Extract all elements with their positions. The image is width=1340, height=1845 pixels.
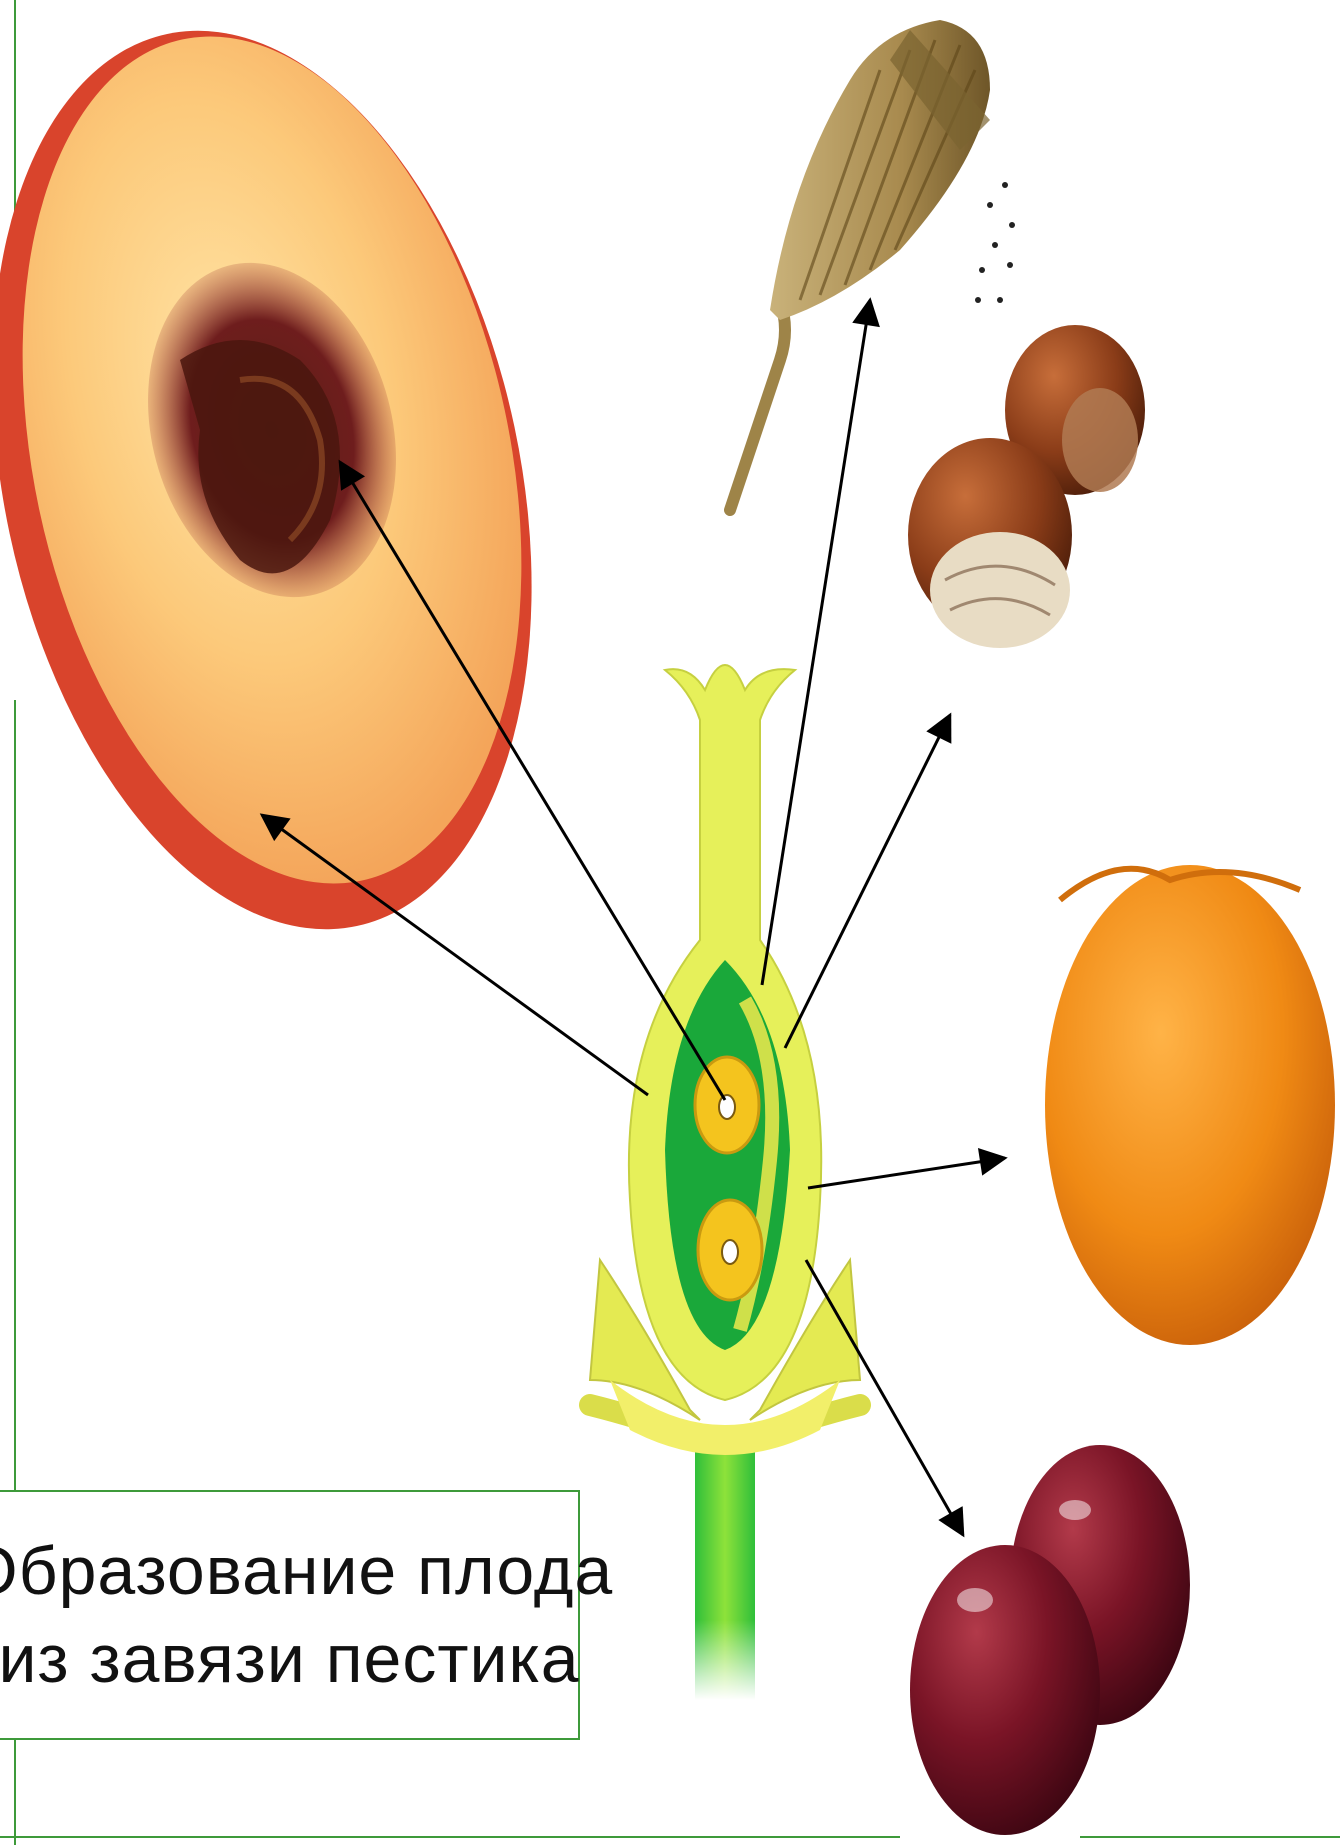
persimmon-image [1045, 865, 1335, 1345]
ovule-lower [698, 1200, 762, 1300]
caption-line-2: из завязи пестика [0, 1615, 580, 1703]
pistil-diagram [590, 665, 860, 1700]
cherry-image [910, 1445, 1190, 1835]
arrow-to-persimmon [808, 1158, 1005, 1188]
caption-line-1: Образование плода [0, 1527, 613, 1615]
ovule-upper [695, 1057, 759, 1153]
poppy-capsule-image [730, 20, 1015, 510]
peach-half-image [0, 0, 609, 980]
hazelnut-image [908, 325, 1145, 648]
arrow-to-poppy [762, 300, 870, 985]
caption-box: Образование плода из завязи пестика [0, 1490, 580, 1740]
arrow-to-hazelnut [785, 715, 950, 1048]
